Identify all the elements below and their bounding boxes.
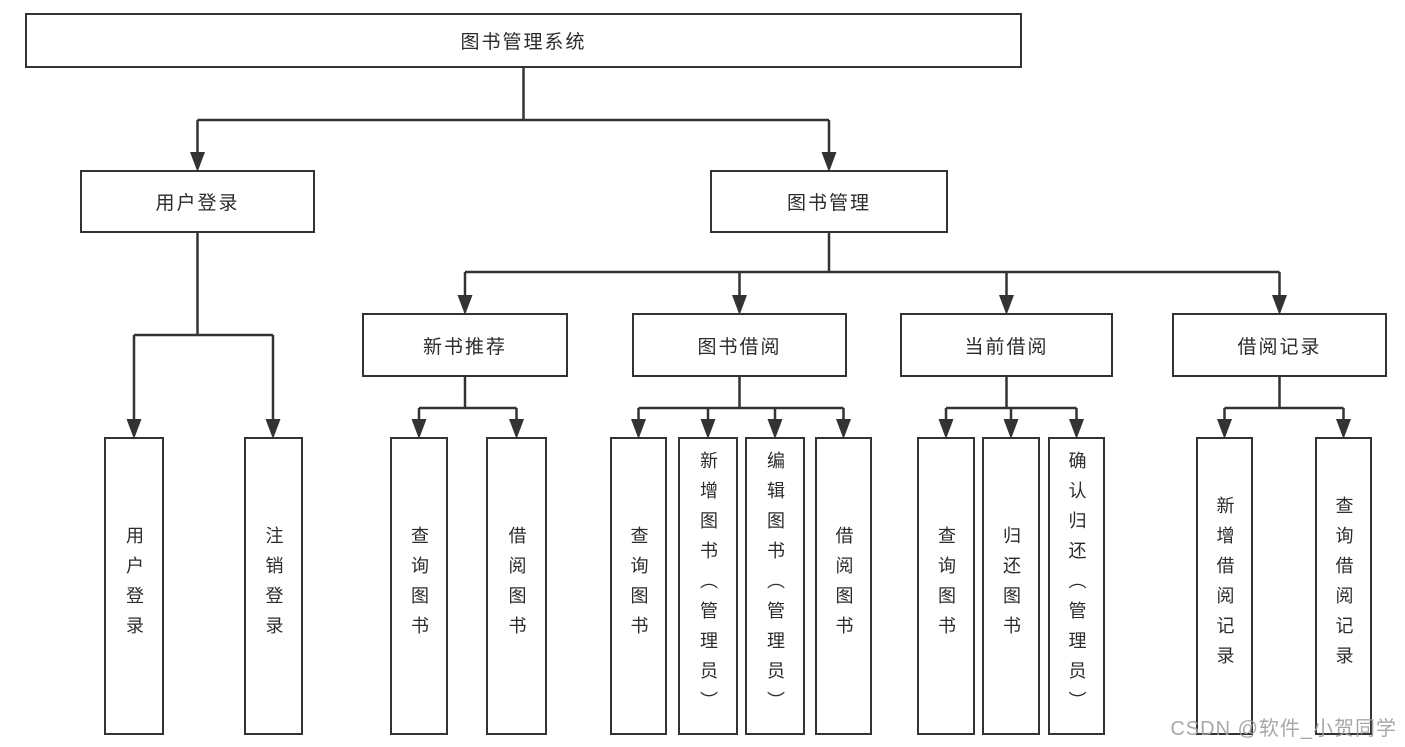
leaf-add-books-admin: 新增图书（管理员） xyxy=(678,437,738,735)
leaf-edit-books-admin: 编辑图书（管理员） xyxy=(745,437,805,735)
node-library-management-system: 图书管理系统 xyxy=(25,13,1022,68)
leaf-edit-books-admin-label: 编辑图书（管理员） xyxy=(765,451,785,721)
leaf-return-books-label: 归还图书 xyxy=(1001,526,1021,646)
node-book-borrowing: 图书借阅 xyxy=(632,313,847,377)
leaf-recommend-borrow-books-label: 借阅图书 xyxy=(506,526,527,646)
leaf-borrow-query-books: 查询图书 xyxy=(610,437,667,735)
leaf-current-query-books-label: 查询图书 xyxy=(936,526,956,646)
leaf-add-borrow-record-label: 新增借阅记录 xyxy=(1214,496,1235,676)
leaf-confirm-return-admin: 确认归还（管理员） xyxy=(1048,437,1105,735)
leaf-borrow-borrow-books: 借阅图书 xyxy=(815,437,872,735)
leaf-current-query-books: 查询图书 xyxy=(917,437,975,735)
node-new-book-recommendation: 新书推荐 xyxy=(362,313,568,377)
leaf-borrow-query-books-label: 查询图书 xyxy=(628,526,649,646)
watermark-text: CSDN @软件_小贺同学 xyxy=(1170,718,1397,740)
leaf-borrow-borrow-books-label: 借阅图书 xyxy=(833,526,854,646)
node-borrowing-records: 借阅记录 xyxy=(1172,313,1387,377)
node-current-borrowing: 当前借阅 xyxy=(900,313,1113,377)
leaf-user-login-label: 用户登录 xyxy=(124,526,144,646)
leaf-recommend-query-books-label: 查询图书 xyxy=(409,526,429,646)
leaf-query-borrow-record-label: 查询借阅记录 xyxy=(1333,496,1354,676)
leaf-add-borrow-record: 新增借阅记录 xyxy=(1196,437,1253,735)
leaf-add-books-admin-label: 新增图书（管理员） xyxy=(698,451,718,721)
leaf-return-books: 归还图书 xyxy=(982,437,1040,735)
leaf-logout-login-label: 注销登录 xyxy=(263,526,284,646)
leaf-logout-login: 注销登录 xyxy=(244,437,303,735)
leaf-confirm-return-admin-label: 确认归还（管理员） xyxy=(1066,451,1087,721)
leaf-user-login: 用户登录 xyxy=(104,437,164,735)
leaf-recommend-query-books: 查询图书 xyxy=(390,437,448,735)
node-user-login: 用户登录 xyxy=(80,170,315,233)
node-book-management: 图书管理 xyxy=(710,170,948,233)
leaf-recommend-borrow-books: 借阅图书 xyxy=(486,437,547,735)
leaf-query-borrow-record: 查询借阅记录 xyxy=(1315,437,1372,735)
